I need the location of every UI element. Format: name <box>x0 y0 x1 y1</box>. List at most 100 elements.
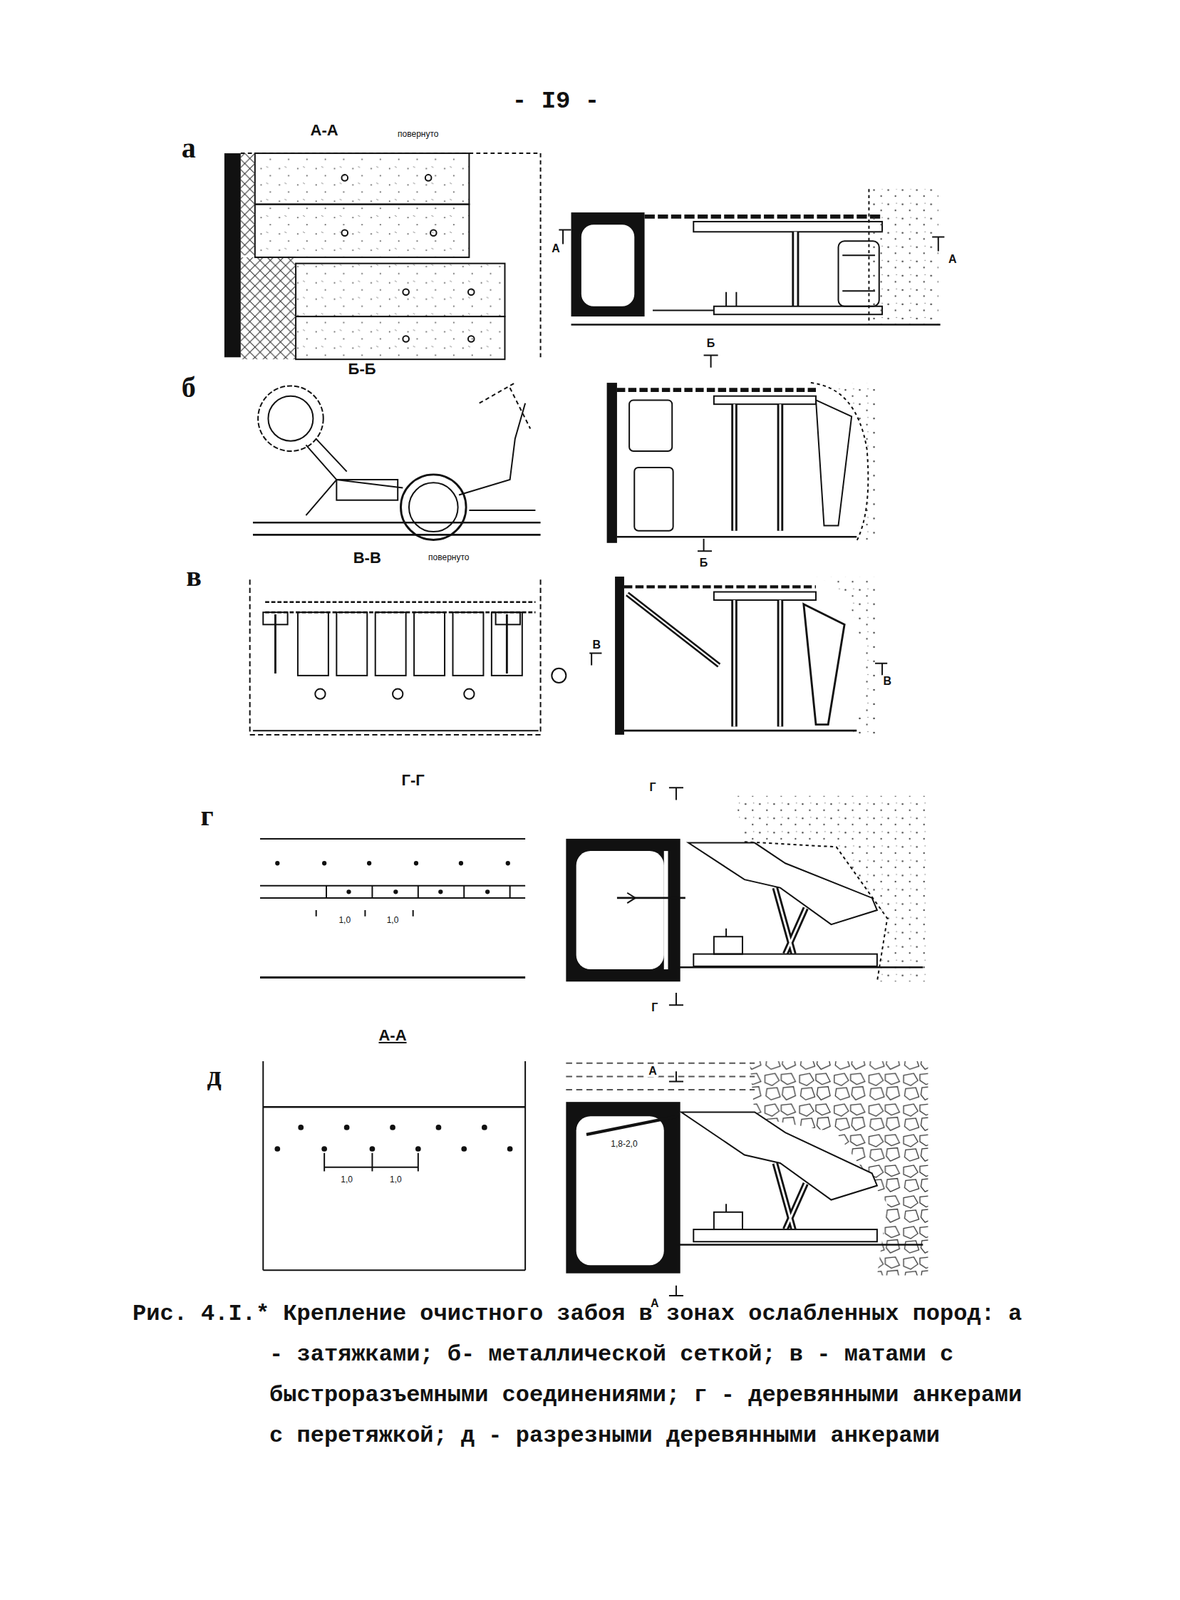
label-text: 1,0 <box>339 1175 355 1185</box>
panel-d-part <box>775 1162 806 1230</box>
panel-d-part <box>586 1115 679 1135</box>
panel-v-part <box>463 688 474 699</box>
label-text: А <box>946 252 959 266</box>
label-text: Г <box>649 1001 660 1014</box>
panel-b-part <box>607 382 618 543</box>
panel-b-part <box>336 479 398 501</box>
panel-d-part <box>262 1061 526 1270</box>
panel-v-part <box>336 612 367 676</box>
panel-a-part <box>791 231 799 306</box>
panel-v-part <box>624 729 857 732</box>
label-text: А-А <box>309 121 340 139</box>
panel-v-part <box>815 576 878 735</box>
label-text: повернуто <box>396 129 440 139</box>
panel-g-part <box>260 976 526 979</box>
panel-v-part <box>375 612 407 676</box>
panel-a-part <box>402 288 410 295</box>
panel-a-part <box>793 231 797 306</box>
panel-b-part <box>479 382 531 429</box>
panel-a-part <box>425 174 432 181</box>
panel-v-part <box>252 729 539 732</box>
panel-v-part <box>275 614 507 674</box>
panel-g-part <box>627 892 635 903</box>
panel-g-part <box>678 966 924 969</box>
panel-d-part <box>298 1125 303 1130</box>
label-text: В-В <box>352 549 383 567</box>
panel-a-part <box>255 204 470 258</box>
panel-g-part <box>326 885 511 898</box>
panel-a-part <box>240 153 541 360</box>
label-text: 1,0 <box>388 1175 404 1185</box>
panel-b-part <box>815 399 852 526</box>
label-text: В <box>591 638 603 652</box>
panel-v-part <box>624 585 816 588</box>
panel-v-part <box>803 604 845 725</box>
panel-a-part <box>571 212 645 317</box>
panel-b-part <box>634 467 673 531</box>
panel-g-part <box>664 850 669 970</box>
panel-v-part <box>392 688 403 699</box>
panel-d-part <box>775 1162 806 1230</box>
panel-v-part <box>250 579 541 735</box>
panel-a-part <box>468 335 475 343</box>
panel-a-part <box>581 224 635 307</box>
panel-b-part <box>810 382 878 541</box>
panel-a-part <box>255 256 296 258</box>
figure-caption: Рис. 4.I.* Крепление очистного забоя в з… <box>132 1293 1029 1456</box>
panel-v-part <box>734 599 781 727</box>
panel-b-part <box>734 404 781 531</box>
panel-v-part <box>297 612 329 676</box>
panel-v-part <box>627 593 719 665</box>
panel-b-part <box>810 382 869 541</box>
panel-d-part <box>275 1146 280 1151</box>
panel-a-part <box>341 229 348 236</box>
panel-a-part <box>652 292 737 311</box>
panel-d-part <box>669 1070 684 1296</box>
panel-g-part <box>775 887 806 955</box>
panel-a-part <box>341 174 348 181</box>
panel-b-part <box>617 535 857 538</box>
label-text: А <box>550 242 562 256</box>
panel-d-part <box>416 1146 421 1151</box>
label-text: в <box>184 560 204 593</box>
panel-d-part <box>713 1203 743 1230</box>
panel-b-part <box>629 399 672 452</box>
panel-v-part <box>262 612 288 625</box>
panel-v-part <box>495 612 521 625</box>
panel-g-part <box>576 850 665 970</box>
panel-g-part <box>438 889 442 893</box>
panel-d-part <box>565 1063 755 1090</box>
label-text: а <box>180 132 198 164</box>
panel-a-part <box>868 188 938 325</box>
panel-g-part <box>367 861 371 865</box>
label-text: Б <box>705 337 717 351</box>
panel-g-part <box>414 861 418 865</box>
label-text: - I9 - <box>510 88 601 115</box>
panel-g-part <box>316 909 414 917</box>
panel-v-part <box>627 593 719 665</box>
label-text: повернуто <box>426 552 471 563</box>
panel-v-part <box>734 599 781 727</box>
panel-a-part <box>430 229 437 236</box>
panel-g-part <box>394 889 397 893</box>
panel-b-part <box>697 354 719 551</box>
panel-d-part <box>436 1125 442 1130</box>
panel-v <box>250 576 888 735</box>
label-text: В <box>881 674 893 688</box>
label-text: А-А <box>376 1026 408 1044</box>
panel-g <box>260 787 928 1005</box>
panel-a-part <box>693 221 883 232</box>
label-text: Б <box>698 556 710 570</box>
panel-d-part <box>370 1146 375 1151</box>
panel-b-part <box>252 522 541 535</box>
panel-a-part <box>644 214 883 219</box>
panel-g-part <box>669 787 684 1005</box>
panel-a-part <box>224 153 241 357</box>
panel-g-part <box>565 838 680 982</box>
panel-a-part <box>255 153 470 205</box>
panel-b-part <box>257 385 324 452</box>
panel-g-part <box>775 887 806 955</box>
panel-d-part <box>693 1229 878 1242</box>
label-text: А <box>647 1064 659 1078</box>
panel-b-part <box>713 396 816 405</box>
